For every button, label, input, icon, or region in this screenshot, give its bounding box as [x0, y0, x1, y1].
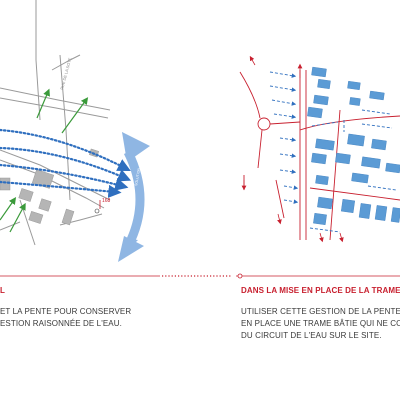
left-roads	[0, 0, 111, 246]
left-text-line-1: ET LA PENTE POUR CONSERVER	[0, 307, 132, 316]
right-heading: DANS LA MISE EN PLACE DE LA TRAME	[241, 286, 400, 295]
left-heading-fragment: L	[0, 286, 5, 295]
water-flow-lines	[0, 128, 132, 198]
right-buildings	[307, 66, 400, 226]
right-text-line-3: DU CIRCUIT DE L'EAU SUR LE SITE.	[241, 331, 382, 340]
elevation-marker: 168	[94, 198, 111, 214]
separator-line	[0, 273, 400, 279]
left-site-map: RUE DE LA SOTE 168	[0, 0, 150, 262]
right-text-line-1: UTILISER CETTE GESTION DE LA PENTE	[241, 307, 400, 316]
vegetation-arrows	[0, 88, 89, 233]
right-text-line-2: EN PLACE UNE TRAME BÂTIE QUI NE CO	[241, 319, 400, 328]
elevation-label: 168	[102, 198, 111, 204]
curved-double-arrow: SOLUTION	[118, 132, 150, 262]
right-water-lines	[269, 71, 397, 233]
traffic-arrows	[241, 55, 344, 243]
left-text-line-2: ESTION RAISONNÉE DE L'EAU.	[0, 319, 122, 328]
arrow-label: SOLUTION	[134, 167, 141, 186]
right-site-map	[239, 55, 400, 243]
right-roads	[239, 70, 400, 241]
